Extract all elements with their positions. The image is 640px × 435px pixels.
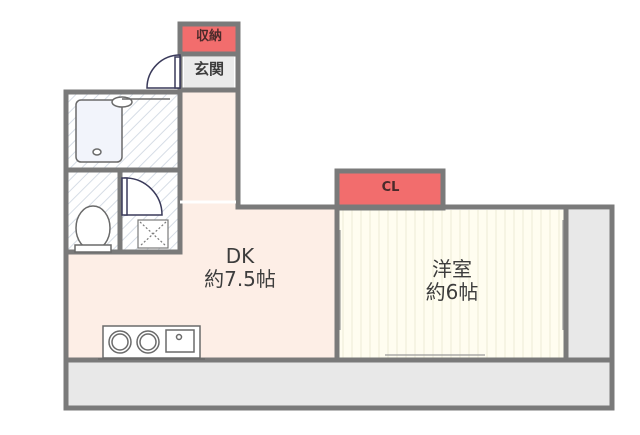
- western-room-floor: [339, 210, 566, 360]
- closet-label: CL: [381, 180, 400, 195]
- corridor-floor: [180, 92, 236, 207]
- western-room-label: 洋室 約6帖: [392, 258, 512, 304]
- entrance-label: 玄関: [193, 60, 224, 78]
- dk-name: DK: [225, 244, 255, 268]
- storage-fill: [181, 25, 237, 53]
- dk-label: DK 約7.5帖: [180, 245, 300, 291]
- western-room-name: 洋室: [432, 257, 472, 281]
- kitchen-counter: [98, 325, 205, 360]
- side-balcony-floor: [568, 210, 612, 360]
- western-room-size: 約6帖: [425, 280, 479, 304]
- toilet: [74, 205, 112, 253]
- balcony-floor: [66, 360, 612, 406]
- entrance-fill: [184, 57, 234, 88]
- bathtub: [75, 96, 170, 163]
- washing-machine-pan: [137, 219, 169, 249]
- entrance-door: [146, 54, 181, 89]
- closet-fill: [339, 172, 442, 206]
- storage-label: 収納: [195, 29, 222, 44]
- dk-size: 約7.5帖: [204, 267, 276, 291]
- washroom-door: [121, 177, 163, 216]
